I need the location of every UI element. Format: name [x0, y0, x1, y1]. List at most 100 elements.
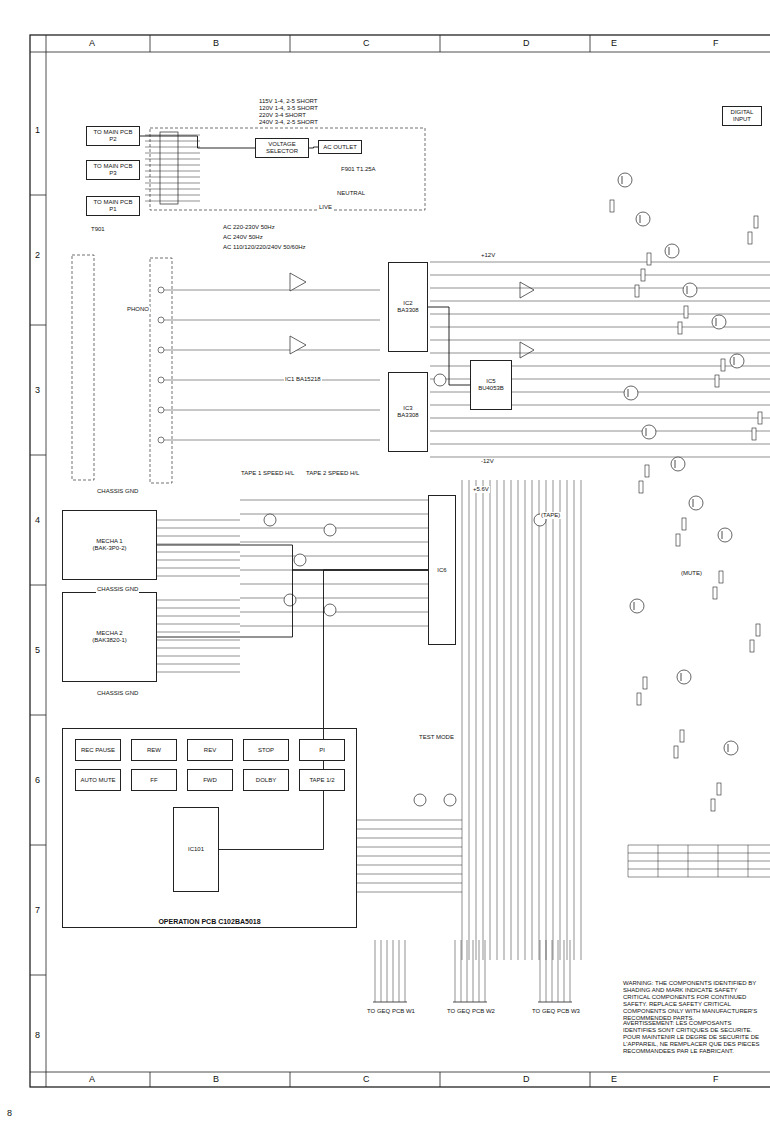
node-text: REW	[147, 747, 161, 754]
node-text: STOP	[258, 747, 274, 754]
component-box: TO MAIN PCB P3	[86, 160, 140, 180]
node-text: REC PAUSE	[81, 747, 115, 754]
transistor-symbol	[324, 604, 336, 616]
signal-wire	[164, 350, 380, 351]
node-text: REV	[204, 747, 216, 754]
frame-border	[30, 35, 770, 1087]
connector-pin	[546, 940, 547, 1002]
connector-pin	[399, 940, 400, 1002]
transistor-symbol	[624, 386, 638, 400]
control-wire	[357, 892, 462, 893]
connection-wire	[157, 570, 428, 637]
transistor-symbol	[434, 374, 446, 386]
table-rule	[688, 845, 689, 877]
node-text: AUTO MUTE	[80, 777, 115, 784]
mecha-lead	[157, 600, 240, 601]
transistor-base	[716, 318, 717, 326]
signal-wire	[164, 380, 380, 381]
pcb-region: OPERATION PCB C102BA5018REC PAUSEREWREVS…	[62, 728, 357, 928]
grid-tick	[590, 35, 591, 52]
transistor-symbol	[642, 425, 656, 439]
table-rule	[748, 845, 749, 877]
table-rule	[628, 861, 770, 862]
op-amp-symbol	[290, 273, 306, 291]
signal-label: 220V 3-4 SHORT	[258, 112, 307, 119]
transformer-lead	[145, 165, 200, 166]
transistor-symbol	[630, 599, 644, 613]
transistor-base	[640, 215, 641, 223]
transistor-symbol	[284, 594, 296, 606]
signal-label: +12V	[480, 252, 496, 259]
mecha-lead	[157, 672, 240, 673]
bus-wire	[532, 480, 533, 960]
control-wire	[357, 856, 462, 857]
signal-label: 115V 1-4, 2-5 SHORT	[258, 98, 318, 105]
signal-label: CHASSIS GND	[96, 488, 139, 495]
shield-plate	[72, 255, 94, 480]
transistor-symbol	[718, 528, 732, 542]
component-box: AC OUTLET	[318, 140, 362, 154]
node-text: TAPE 1/2	[309, 777, 334, 784]
transistor-symbol	[414, 794, 426, 806]
connector-pin	[467, 940, 468, 1002]
component-box: TO MAIN PCB P1	[86, 196, 140, 216]
op-amp-symbol	[290, 336, 306, 354]
jack-terminal	[158, 437, 164, 443]
transistor-base	[728, 744, 729, 752]
grid-tick	[30, 455, 46, 456]
key-switch: STOP	[243, 739, 289, 761]
node-text: IC101	[188, 846, 204, 853]
transistor-base	[734, 357, 735, 365]
connection-wire	[219, 570, 428, 850]
transistor-symbol	[618, 173, 632, 187]
component-box: TO MAIN PCB P2	[86, 126, 140, 146]
mecha-lead	[157, 560, 240, 561]
control-wire	[240, 542, 428, 543]
resistor-symbol	[717, 783, 721, 795]
bus-wire	[483, 480, 484, 960]
grid-reference: 7	[34, 905, 41, 915]
transformer-lead	[145, 201, 200, 202]
grid-reference: F	[712, 38, 720, 48]
node-text: TO MAIN PCB P1	[90, 199, 136, 213]
transformer-lead	[145, 141, 200, 142]
component-box: IC6	[428, 495, 456, 645]
op-amp-symbol	[520, 342, 534, 358]
signal-wire	[164, 410, 380, 411]
bus-wire	[476, 480, 477, 960]
grid-tick	[150, 35, 151, 52]
transistor-symbol	[264, 514, 276, 526]
signal-label: CHASSIS GND	[96, 690, 139, 697]
bus-wire	[546, 480, 547, 960]
table-rule	[628, 845, 770, 846]
transistor-base	[622, 176, 623, 184]
safety-note: AVERTISSEMENT: LES COMPOSANTS IDENTIFIES…	[622, 1020, 766, 1055]
connector-pin	[461, 940, 462, 1002]
node-text: IC3	[403, 405, 412, 412]
table-rule	[718, 845, 719, 877]
connection-wire	[428, 307, 470, 385]
bus-wire	[574, 480, 575, 960]
grid-tick	[30, 325, 46, 326]
signal-label: 120V 1-4, 3-5 SHORT	[258, 105, 319, 112]
key-switch: AUTO MUTE	[75, 769, 121, 791]
grid-reference: 8	[6, 1108, 13, 1118]
signal-label: CHASSIS GND	[96, 586, 139, 593]
control-wire	[357, 820, 462, 821]
jack-terminal	[158, 407, 164, 413]
resistor-symbol	[713, 587, 717, 599]
transformer-lead	[145, 183, 200, 184]
transistor-symbol	[294, 554, 306, 566]
transistor-base	[628, 389, 629, 397]
transistor-symbol	[730, 354, 744, 368]
node-text: BA3308	[397, 307, 418, 314]
jack-terminal	[158, 317, 164, 323]
grid-reference: B	[212, 1074, 220, 1084]
table-rule	[628, 877, 770, 878]
control-wire	[240, 556, 428, 557]
transformer-terminal	[160, 132, 178, 204]
power-section-outline	[150, 128, 425, 210]
control-wire	[240, 598, 428, 599]
resistor-symbol	[721, 359, 725, 371]
key-switch: TAPE 1/2	[299, 769, 345, 791]
